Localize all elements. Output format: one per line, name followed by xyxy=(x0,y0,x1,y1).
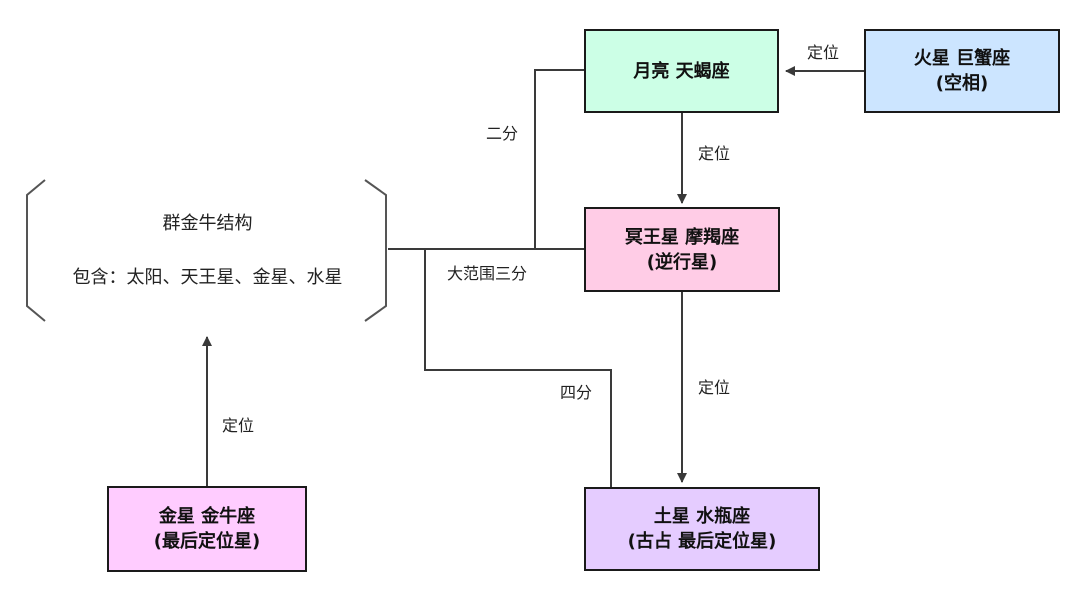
group-bracket-left xyxy=(26,179,46,322)
edge-moon-group xyxy=(534,69,584,249)
edge-label-moon-pluto: 定位 xyxy=(698,144,731,163)
edge-label-pluto-saturn: 定位 xyxy=(698,378,731,397)
edge-saturn-group xyxy=(424,249,612,487)
node-mars-cancer: 火星 巨蟹座 (空相) xyxy=(864,29,1060,113)
node-moon-scorpio: 月亮 天蝎座 xyxy=(584,29,779,113)
group-bracket-right xyxy=(364,179,387,322)
node-venus-taurus: 金星 金牛座 (最后定位星) xyxy=(107,486,307,572)
node-moon-line1: 月亮 天蝎座 xyxy=(633,60,730,82)
edge-label-moon-group: 二分 xyxy=(486,124,519,143)
node-pluto-capricorn: 冥王星 摩羯座 (逆行星) xyxy=(584,207,780,292)
edge-label-pluto-group: 大范围三分 xyxy=(447,264,528,283)
node-pluto-line2: (逆行星) xyxy=(646,251,718,273)
edge-label-mars-moon: 定位 xyxy=(807,43,840,62)
group-members: 包含：太阳、天王星、金星、水星 xyxy=(72,267,343,288)
node-venus-line1: 金星 金牛座 xyxy=(158,506,256,527)
node-mars-line2: (空相) xyxy=(935,73,989,94)
group-title: 群金牛结构 xyxy=(162,213,253,234)
edge-label-venus-group: 定位 xyxy=(222,416,255,435)
edge-label-saturn-group: 四分 xyxy=(560,383,593,402)
node-saturn-aquarius: 土星 水瓶座 (古占 最后定位星) xyxy=(584,487,820,571)
node-mars-line1: 火星 巨蟹座 xyxy=(913,48,1011,69)
node-saturn-line2: (古占 最后定位星) xyxy=(627,531,777,552)
node-pluto-line1: 冥王星 摩羯座 xyxy=(624,226,740,248)
node-venus-line2: (最后定位星) xyxy=(153,531,261,552)
node-saturn-line1: 土星 水瓶座 xyxy=(653,506,751,527)
